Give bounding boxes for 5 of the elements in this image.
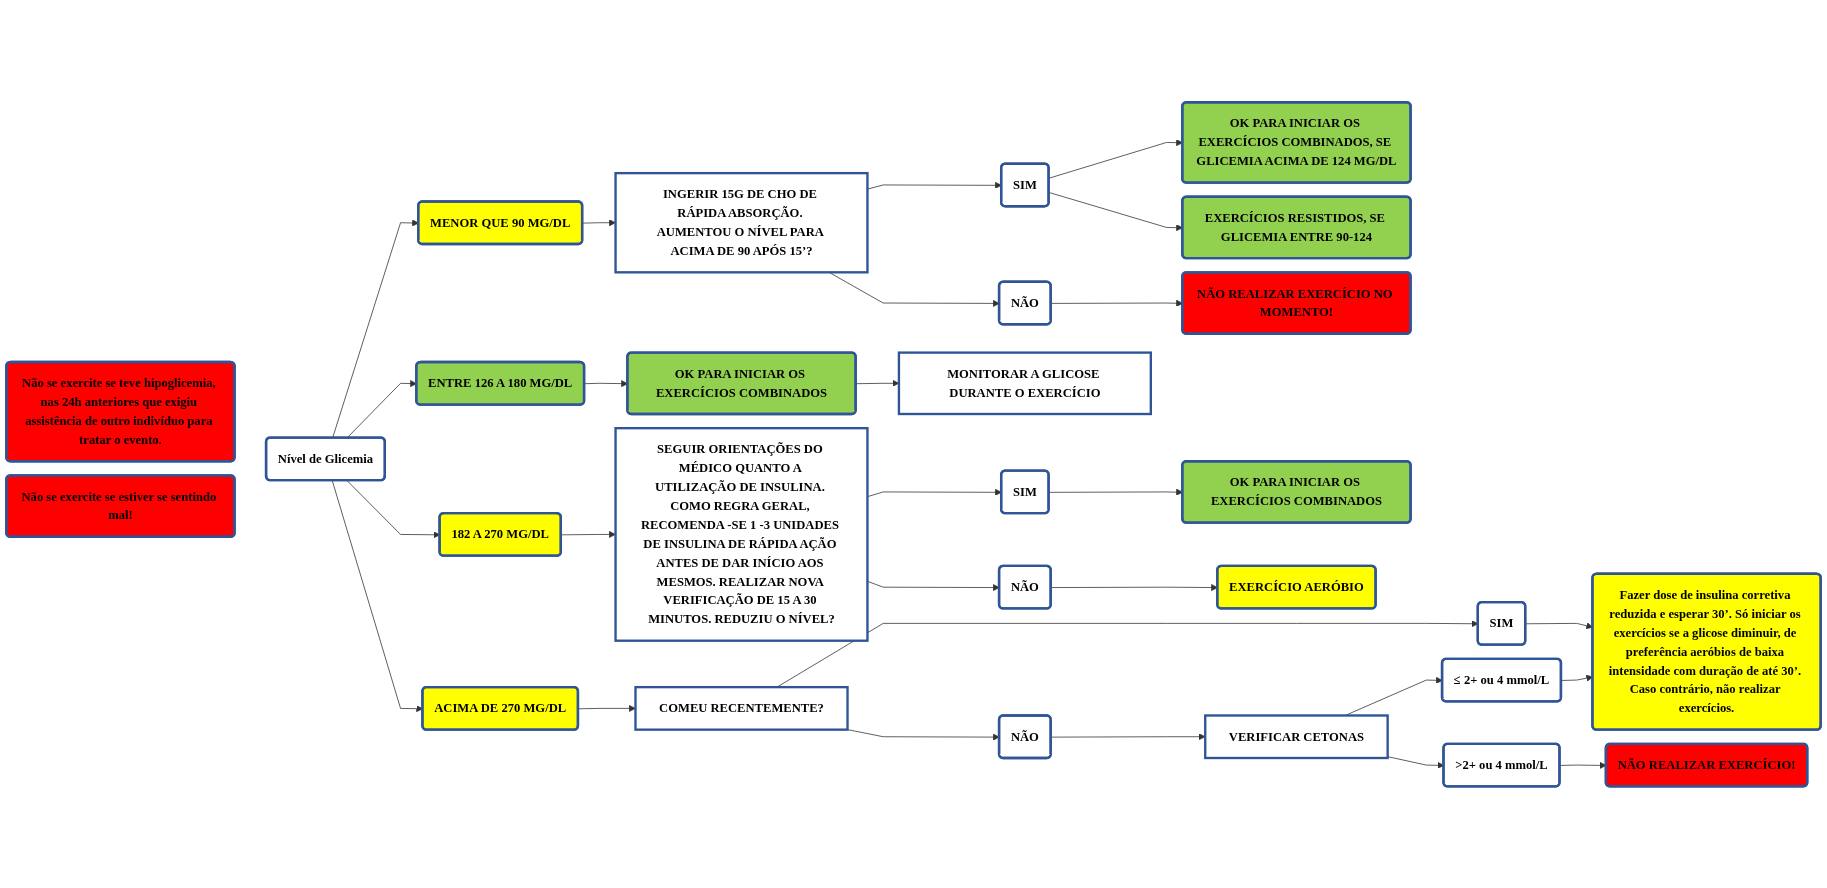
node-box: COMEU RECENTEMENTE?: [634, 685, 849, 731]
node-box: INGERIR 15G DE CHO DE RÁPIDA ABSORÇÃO. AUMENTOU O NÍVEL PARA ACIMA DE 90 APÓS 15’?: [614, 171, 869, 274]
node-box: VERIFICAR CETONAS: [1204, 714, 1389, 759]
node-box: MONITORAR A GLICOSE DURANTE O EXERCÍCIO: [897, 351, 1152, 415]
node-box: SEGUIR ORIENTAÇÕES DO MÉDICO QUANTO A UTILIZAÇÃO DE INSULINA. COMO REGRA GERAL, RECOMENDA -SE 1 -3 UNIDADES DE INSULINA DE RÁPIDA AÇÃO ANTES DE DAR INÍCIO AOS MESMOS. REALIZAR NOVA VERIFICAÇÃO DE 15 A 30 MINUTOS. REDUZIU O NÍVEL?: [614, 426, 869, 642]
